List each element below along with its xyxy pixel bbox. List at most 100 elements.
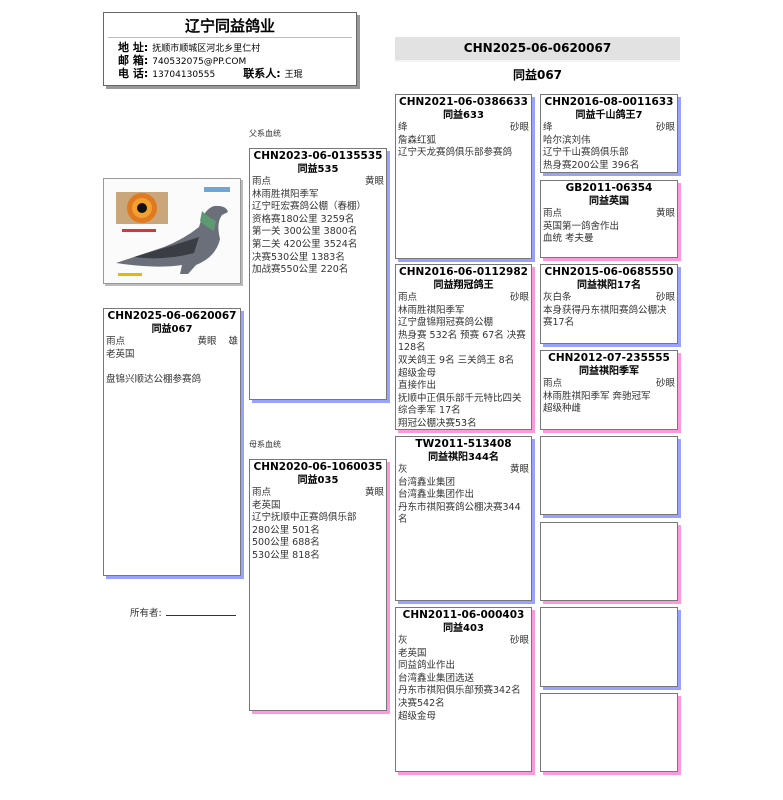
color-eye-row: 绛 砂眼: [398, 122, 529, 135]
pedigree-card-dsd: [540, 522, 678, 601]
color-eye-row: 雨点黄眼: [252, 176, 384, 189]
eye-type: 黄眼: [197, 336, 217, 347]
subject-name-title: 同益067: [512, 68, 563, 82]
contact-label: 联系人:: [243, 67, 281, 80]
pedigree-card-ss: CHN2021-06-0386633 同益633 绛 砂眼詹森红狐辽宁天龙赛鸽俱乐部参…: [395, 94, 532, 259]
info-line: 资格赛180公里 3259名: [252, 213, 355, 225]
eye-sex: 黄眼: [365, 487, 384, 500]
ring-number: CHN2021-06-0386633: [399, 96, 528, 108]
ring-number: CHN2011-06-000403: [402, 609, 525, 621]
contact: 王琨: [284, 70, 303, 80]
info-line: 第二关 420公里 3524名: [252, 238, 358, 250]
info-line: 加战赛550公里 220名: [252, 264, 349, 276]
info-line: 决赛530公里 1383名: [252, 251, 345, 263]
info-line: 500公里 688名: [252, 537, 320, 549]
plumage-color: 灰: [398, 464, 408, 475]
plumage-color: 绛: [543, 122, 553, 133]
loft-header: 辽宁同益鸽业 地 址:抚顺市顺城区河北乡里仁村 邮 箱:740532075@PP…: [103, 12, 357, 86]
info-line: 盘锦兴顺达公棚参赛鸽: [106, 373, 202, 385]
info-line: 超级金母: [398, 710, 437, 722]
info-line: 热身赛200公里 396名: [543, 159, 640, 171]
eye-type: 砂眼: [509, 292, 529, 303]
info-line: 第一关 300公里 3800名: [252, 226, 358, 238]
pigeon-name: 同益633: [443, 110, 484, 121]
pigeon-name: 同益535: [297, 164, 339, 175]
color-eye-row: 雨点黄眼雄: [106, 336, 238, 349]
pigeon-name: 同益035: [297, 475, 339, 486]
info-line: 辽宁抚顺中正赛鸽俱乐部: [252, 512, 357, 524]
eye-type: 砂眼: [655, 122, 675, 133]
info-line: 本身获得丹东祺阳赛鸽公棚决赛17名: [543, 304, 667, 329]
ring-number: CHN2020-06-1060035: [253, 461, 383, 473]
info-line: 老英国: [252, 499, 281, 511]
color-eye-row: 绛 砂眼: [543, 122, 675, 135]
info-line: 280公里 501名: [252, 524, 320, 536]
info-line: 林雨胜祺阳季军 奔驰冠军: [543, 390, 651, 402]
plumage-color: 雨点: [543, 208, 563, 219]
info-line: 超级种雌: [543, 403, 582, 415]
info-line: 哈尔滨刘伟: [543, 134, 591, 146]
eye-type: 黄眼: [364, 176, 384, 187]
info-line: 台湾鑫业集团: [398, 476, 456, 488]
eye-type: 黄眼: [509, 464, 529, 475]
owner-signature-line: [165, 606, 236, 616]
color-eye-row: 雨点黄眼: [252, 487, 384, 500]
eye-sex: 黄眼: [510, 464, 529, 477]
pigeon-name: 同益英国: [589, 196, 629, 207]
info-line: 台湾鑫业集团选送: [398, 672, 475, 684]
eye-sex: 黄眼雄: [197, 336, 238, 349]
color-eye-row: 灰 黄眼: [398, 464, 529, 477]
pigeon-name: 同益403: [443, 623, 484, 634]
ring-number: TW2011-513408: [415, 438, 512, 450]
info-line: 英国第一鸽舍作出: [543, 220, 620, 232]
info-line: 辽宁天龙赛鸽俱乐部参赛鸽: [398, 147, 513, 159]
ring-number: CHN2012-07-235555: [548, 352, 670, 364]
info-line: 530公里 818名: [252, 549, 320, 561]
color-eye-row: 雨点 黄眼: [543, 208, 675, 221]
info-line: 热身赛 532名 预赛 67名 决赛128名: [398, 329, 526, 354]
loft-title: 辽宁同益鸽业: [108, 13, 352, 38]
address-label: 地 址:: [118, 41, 149, 54]
phone: 13704130555: [152, 70, 216, 80]
eye-type: 砂眼: [655, 378, 675, 389]
info-line: 丹东市祺阳赛鸽公棚决赛344名: [398, 501, 521, 526]
info-line: 辽宁千山赛鸽俱乐部: [543, 147, 629, 159]
info-line: 辽宁盘锦翔冠赛鸽公棚: [398, 317, 494, 329]
pigeon-name: 同益祺阳344名: [428, 452, 499, 463]
sire-line-label: 父系血统: [249, 129, 281, 138]
eye-sex: 砂眼: [510, 292, 529, 305]
info-line: 丹东市祺阳俱乐部预赛342名决赛542名: [398, 685, 521, 709]
sex: 雄: [228, 336, 238, 347]
pedigree-card-ddd: [540, 693, 678, 772]
ring-number: GB2011-06354: [565, 182, 653, 194]
eye-type: 黄眼: [655, 208, 675, 219]
info-line: 双关鸽王 9名 三关鸽王 8名: [398, 354, 515, 366]
pedigree-card-sdd: CHN2012-07-235555 同益祺阳季军雨点 砂眼林雨胜祺阳季军 奔驰冠军超…: [540, 350, 678, 430]
pigeon-name: 同益祺阳季军: [579, 366, 639, 377]
info-line: 老英国: [106, 348, 135, 360]
info-line: 直接作出: [398, 380, 437, 392]
pigeon-name: 同益067: [151, 324, 193, 335]
plumage-color: 灰: [398, 635, 408, 646]
email-label: 邮 箱:: [118, 54, 149, 67]
plumage-color: 绛: [398, 122, 408, 133]
plumage-color: 雨点: [543, 378, 563, 389]
info-line: 詹森红狐: [398, 134, 437, 146]
eye-sex: 砂眼: [510, 635, 529, 648]
eye-type: 砂眼: [655, 292, 675, 303]
ring-number: CHN2023-06-0135535: [253, 150, 383, 162]
ring-number: CHN2025-06-0620067: [107, 310, 237, 322]
eye-sex: 砂眼: [510, 122, 529, 135]
info-line: 同益鸽业作出: [398, 660, 456, 672]
color-eye-row: 灰白条砂眼: [543, 292, 675, 305]
info-line: 辽宁旺宏赛鸽公棚（春棚）: [252, 201, 367, 213]
info-line: 林雨胜祺阳季军: [398, 304, 465, 316]
plumage-color: 雨点: [398, 292, 418, 303]
